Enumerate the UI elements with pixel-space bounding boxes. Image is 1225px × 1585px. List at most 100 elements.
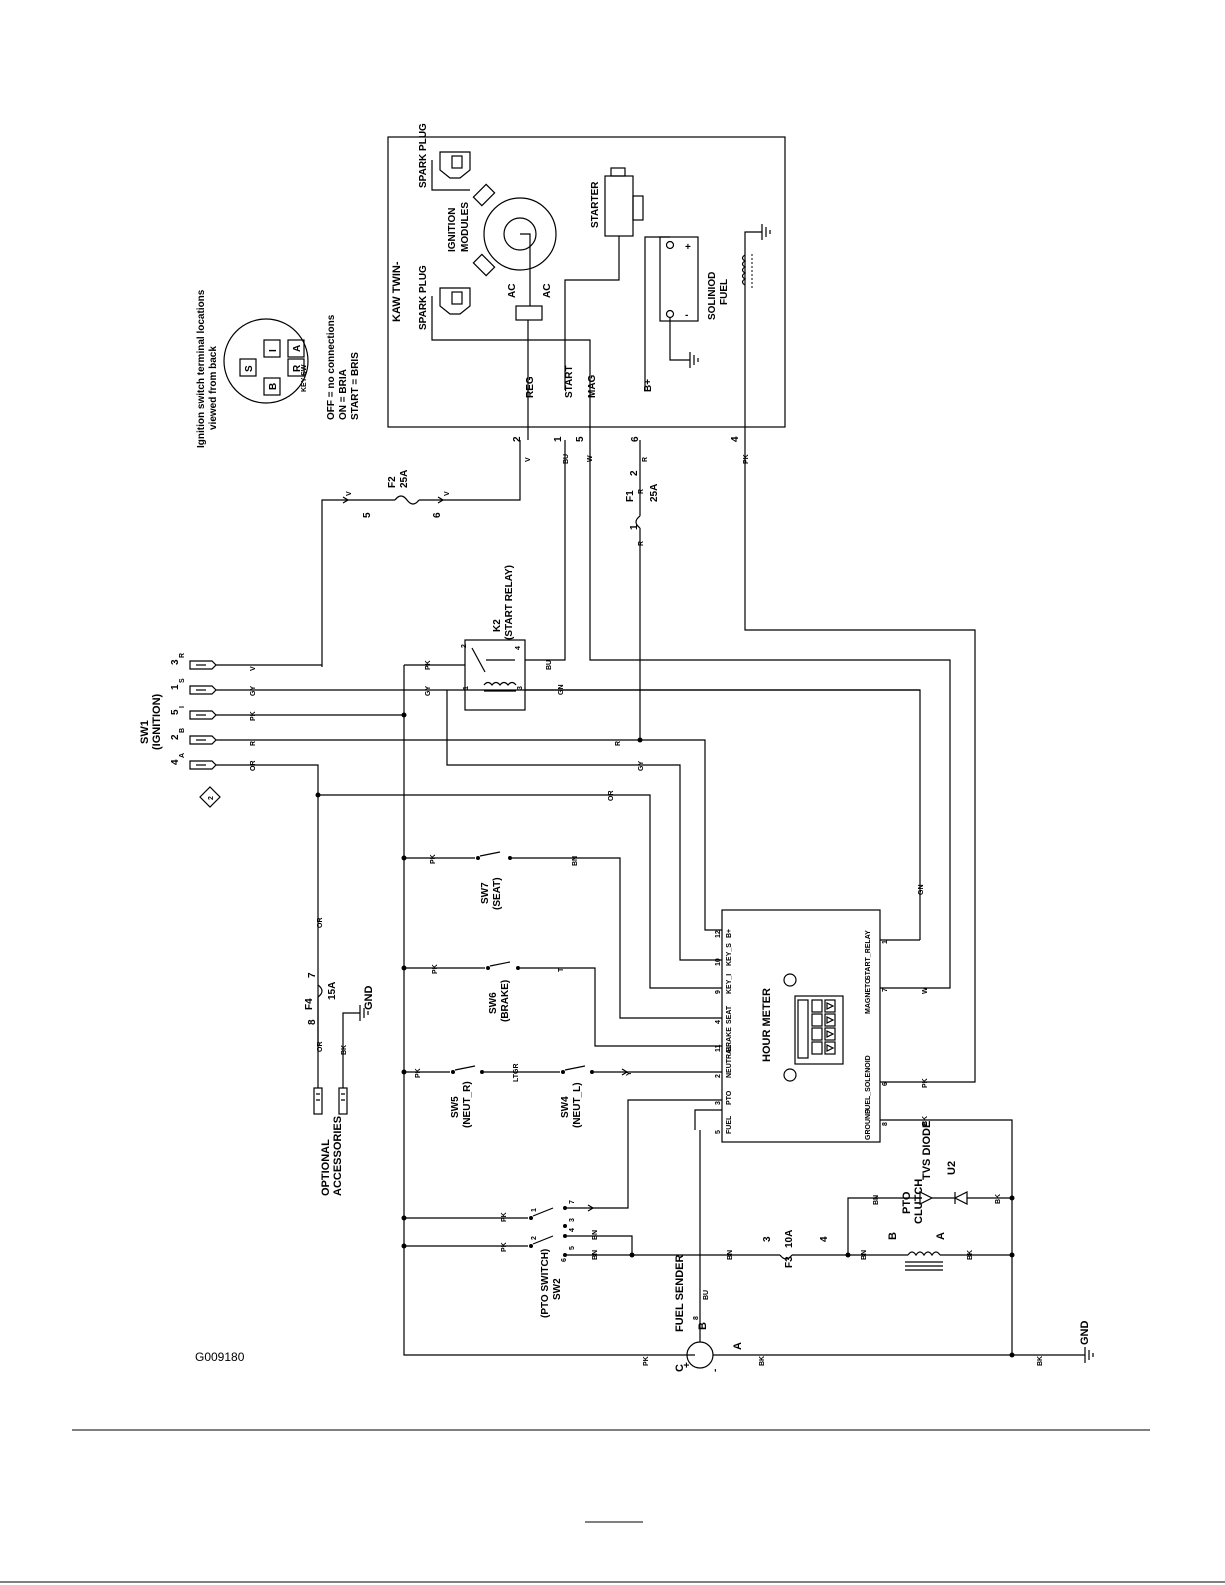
svg-text:R: R: [638, 541, 645, 546]
svg-text:1: 1: [463, 686, 470, 690]
svg-text:FUEL: FUEL: [726, 1115, 733, 1134]
svg-text:2: 2: [715, 1074, 722, 1078]
note-off: OFF = no connections: [326, 314, 337, 420]
svg-text:10A: 10A: [784, 1230, 795, 1248]
hour-meter-display: [797, 999, 836, 1059]
fuse-f2: F2 25A 5 6 V V: [321, 440, 521, 667]
svg-text:25A: 25A: [399, 470, 410, 488]
svg-text:2: 2: [208, 796, 215, 800]
svg-text:START_RELAY: START_RELAY: [865, 930, 872, 980]
sw5-sw4-neutral: PK LTGR Y SW5 (NEUT_R) SW4 (NEUT_L): [401, 1063, 722, 1128]
engine-pin-name: MAG: [587, 374, 598, 398]
svg-text:BRAKE: BRAKE: [726, 1027, 733, 1052]
svg-text:2: 2: [170, 734, 181, 740]
svg-text:GY: GY: [250, 686, 257, 696]
fuel-solenoid-label-1: SOLINIOD: [707, 272, 718, 320]
svg-text:OR: OR: [250, 761, 257, 772]
optional-accessories: F4 15A 8 7 OR OR GND BK OPTIONAL ACCESSO…: [304, 918, 375, 1197]
svg-text:A: A: [935, 1232, 947, 1240]
svg-text:PK: PK: [432, 964, 439, 974]
svg-text:15A: 15A: [327, 982, 338, 1000]
svg-text:F2: F2: [387, 476, 398, 488]
sw1-row: 5 I PK: [170, 706, 404, 721]
svg-text:GROUND: GROUND: [865, 1109, 872, 1140]
ac-label-2: AC: [542, 284, 553, 298]
svg-text:PK: PK: [643, 1356, 650, 1366]
svg-text:PK: PK: [501, 1212, 508, 1222]
wire-color: PK: [743, 454, 750, 464]
svg-text:S: S: [179, 678, 186, 683]
svg-text:B+: B+: [726, 929, 733, 938]
engine-pin-number: 2: [512, 436, 523, 442]
svg-text:6: 6: [432, 512, 443, 518]
svg-text:R: R: [179, 653, 186, 658]
svg-text:K2: K2: [492, 619, 503, 632]
sw1-row: 3 R V: [170, 653, 322, 671]
sw7-seat: PK BN SW7 (SEAT): [401, 851, 722, 1019]
svg-text:4: 4: [515, 646, 522, 650]
starter-label: STARTER: [590, 181, 601, 228]
pto-clutch-circuit: BN 3 4 10A F3 BN BN BK PTO CLUTCH B A BK…: [727, 1121, 1015, 1271]
svg-text:BK: BK: [922, 1116, 929, 1126]
svg-text:7: 7: [569, 1200, 576, 1204]
svg-text:OPTIONAL: OPTIONAL: [320, 1139, 332, 1196]
svg-text:PTO: PTO: [726, 1090, 733, 1105]
svg-text:PK: PK: [415, 1068, 422, 1078]
svg-text:4: 4: [170, 759, 181, 765]
sw2-pto-switch: PK PK BN BN 1 7 3 4 2 5 6 (PTO SWITCH) S…: [401, 1099, 780, 1318]
sw1-row: 1 S GY GY: [170, 678, 921, 940]
note-start: START = BRIS: [350, 352, 361, 420]
svg-text:BN: BN: [592, 1230, 599, 1240]
svg-text:3: 3: [569, 1218, 576, 1222]
svg-text:4: 4: [819, 1236, 830, 1242]
svg-text:1: 1: [629, 524, 640, 530]
svg-text:25A: 25A: [649, 484, 660, 502]
svg-text:OR: OR: [608, 791, 615, 802]
svg-text:BU: BU: [546, 660, 553, 670]
spark-plug-bottom: [431, 287, 520, 341]
svg-text:R: R: [292, 364, 303, 372]
svg-text:3: 3: [762, 1236, 773, 1242]
hour-meter-left-pin: 2 NEUTRAL: [715, 1044, 733, 1078]
svg-text:(NEUT_R): (NEUT_R): [462, 1081, 473, 1128]
svg-text:KEY_S: KEY_S: [726, 943, 733, 966]
relay-k2: K2 (START RELAY) 2 4 1 3 BU PK GN: [425, 565, 565, 711]
engine-pin-name: START: [564, 365, 575, 398]
svg-text:SW2: SW2: [552, 1278, 563, 1300]
hour-meter-left-pin: 11 BRAKE: [715, 1027, 733, 1052]
fuel-sender: BU PK BK FUEL SENDER C B A 8 + -: [643, 1109, 1012, 1372]
svg-text:C: C: [674, 1364, 686, 1372]
wire-color: BU: [563, 454, 570, 464]
svg-text:Y: Y: [626, 1071, 633, 1076]
svg-text:SW1: SW1: [139, 720, 151, 744]
note-line-1: Ignition switch terminal locations: [196, 289, 207, 448]
svg-text:ACCESSORIES: ACCESSORIES: [332, 1116, 344, 1196]
svg-text:7: 7: [307, 972, 318, 978]
hour-meter-left-pin: 9 KEY_I: [715, 974, 733, 994]
sw6-brake: PK T SW6 (BRAKE): [401, 961, 722, 1047]
svg-text:(IGNITION): (IGNITION): [151, 693, 163, 750]
svg-text:FUEL SENDER: FUEL SENDER: [674, 1255, 686, 1332]
svg-text:7: 7: [882, 988, 889, 992]
svg-text:V: V: [250, 666, 257, 671]
sw1-row: 2 B R R: [170, 728, 722, 931]
svg-text:5: 5: [569, 1246, 576, 1250]
svg-text:11: 11: [715, 1044, 722, 1052]
ignition-modules-label-2: MODULES: [460, 202, 471, 252]
svg-text:2: 2: [629, 470, 640, 476]
svg-text:F1: F1: [625, 490, 636, 502]
svg-text:BU: BU: [703, 1290, 710, 1300]
svg-text:SW6: SW6: [488, 992, 499, 1014]
svg-text:5: 5: [362, 512, 373, 518]
svg-text:T: T: [558, 967, 565, 972]
svg-text:10: 10: [715, 958, 722, 966]
svg-text:9: 9: [715, 990, 722, 994]
svg-text:A: A: [179, 753, 186, 758]
fuel-solenoid-label-2: FUEL: [719, 279, 730, 305]
hour-meter-left-pin: 12 B+: [715, 929, 733, 938]
ac-label-1: AC: [507, 284, 518, 298]
svg-text:MAGNETO: MAGNETO: [865, 978, 872, 1014]
starter-symbol: [564, 167, 644, 390]
hour-meter-right-pin: 1 START_RELAY: [865, 930, 889, 980]
svg-text:I: I: [268, 349, 279, 352]
